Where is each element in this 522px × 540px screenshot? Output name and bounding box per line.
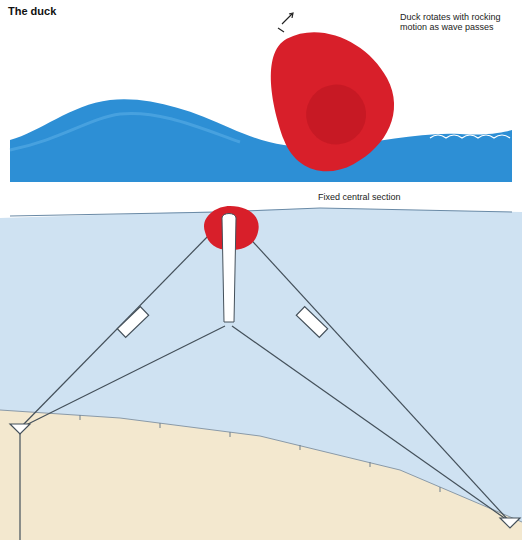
air	[0, 188, 522, 218]
sea	[0, 188, 522, 540]
mooring-dampers	[117, 307, 327, 338]
panel-title: The duck	[8, 5, 56, 18]
wave-crest	[10, 113, 240, 150]
rotation-arrow	[282, 13, 293, 24]
ripples	[430, 135, 510, 138]
seabed-ticks	[80, 415, 440, 492]
sky	[0, 0, 522, 188]
fixed-central-spine	[222, 214, 236, 323]
sea-surface	[10, 208, 512, 216]
wave	[10, 99, 512, 182]
rotation-arrow	[278, 28, 284, 32]
seabed-line	[0, 410, 522, 522]
duck-body	[242, 6, 415, 188]
part-label: Fixed central section	[318, 192, 401, 202]
anchors	[10, 424, 520, 528]
callout-note: Duck rotates with rocking motion as wave…	[400, 12, 514, 33]
mooring-lines	[20, 232, 510, 540]
